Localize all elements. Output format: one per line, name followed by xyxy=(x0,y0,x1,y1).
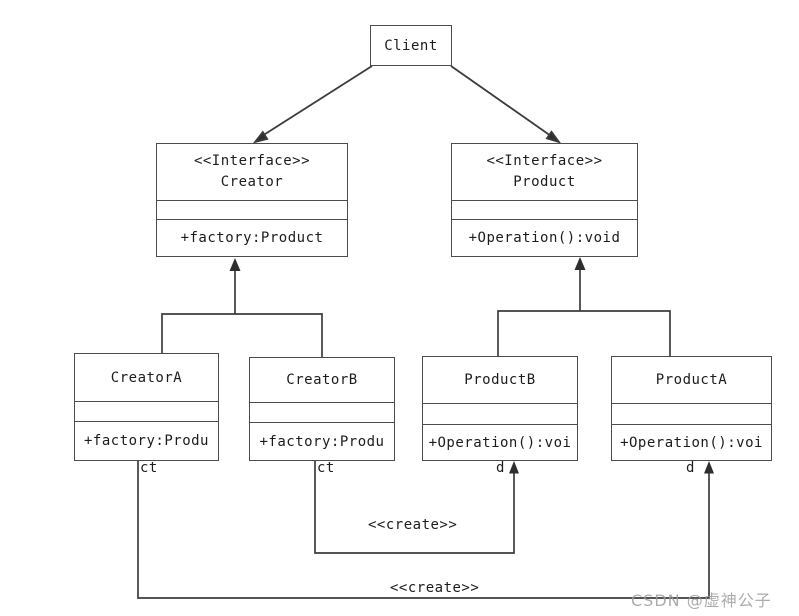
creator-title-compartment: <<Interface>> Creator xyxy=(157,144,347,200)
productA-name: ProductA xyxy=(655,372,728,388)
class-box-client: Client xyxy=(370,25,452,66)
class-box-productB: ProductB +Operation():voi xyxy=(422,356,578,461)
productA-attribute-overflow: d xyxy=(686,460,695,476)
creator-empty-compartment xyxy=(157,200,347,219)
creator-name: Creator xyxy=(220,174,284,190)
product-stereotype: <<Interface>> xyxy=(486,153,603,169)
edge-create-creatorA-to-productA xyxy=(137,461,714,599)
productA-attribute: +Operation():voi xyxy=(612,424,771,460)
csdn-watermark: CSDN @虚神公子 xyxy=(631,591,772,610)
product-empty-compartment xyxy=(452,200,637,219)
edge-create-creatorB-to-productB xyxy=(314,461,519,554)
edge-products-generalization xyxy=(497,257,671,356)
class-name-client: Client xyxy=(384,37,438,54)
class-box-creatorB: CreatorB +factory:Produ xyxy=(249,357,395,461)
creator-stereotype: <<Interface>> xyxy=(193,153,311,169)
productB-attribute-overflow: d xyxy=(496,460,505,476)
creator-attribute: +factory:Product xyxy=(157,219,347,256)
edge-creators-generalization xyxy=(161,258,323,357)
product-title-compartment: <<Interface>> Product xyxy=(452,144,637,200)
creatorA-attribute-overflow: ct xyxy=(140,460,158,476)
product-attribute: +Operation():void xyxy=(452,219,637,256)
creatorB-attribute: +factory:Produ xyxy=(250,422,394,460)
creatorA-name: CreatorA xyxy=(110,369,183,386)
creatorB-name: CreatorB xyxy=(286,372,358,388)
create-label-upper: <<create>> xyxy=(368,517,458,533)
productB-name: ProductB xyxy=(464,372,536,388)
creatorB-empty-compartment xyxy=(250,402,394,422)
class-box-productA: ProductA +Operation():voi xyxy=(611,356,772,461)
class-box-creator-interface: <<Interface>> Creator +factory:Product xyxy=(156,143,348,257)
productB-attribute: +Operation():voi xyxy=(423,424,577,460)
creatorA-attribute: +factory:Produ xyxy=(75,421,218,460)
edge-client-to-creator xyxy=(252,65,373,144)
creatorB-attribute-overflow: ct xyxy=(317,460,335,476)
class-box-product-interface: <<Interface>> Product +Operation():void xyxy=(451,143,638,257)
class-box-creatorA: CreatorA +factory:Produ xyxy=(74,353,219,461)
productB-empty-compartment xyxy=(423,403,577,424)
productA-empty-compartment xyxy=(612,403,771,424)
create-label-lower: <<create>> xyxy=(390,580,480,596)
edge-client-to-product xyxy=(450,65,562,144)
product-name: Product xyxy=(513,174,576,190)
creatorA-empty-compartment xyxy=(75,401,218,421)
